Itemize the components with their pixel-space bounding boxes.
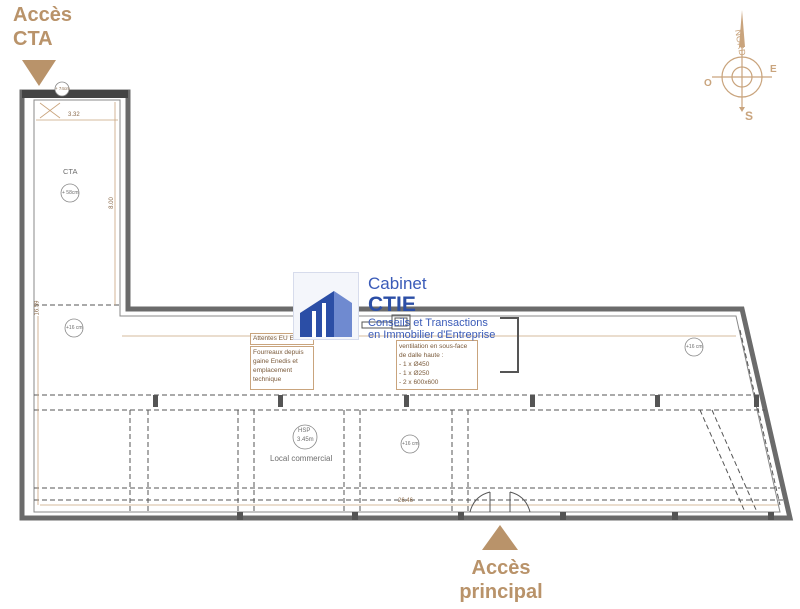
ctie-logo: Cabinet CTIE Conseils et Transactions en… [285, 266, 525, 346]
top-tag-marker [54, 81, 70, 97]
compass [712, 10, 772, 112]
vent-line4: - 1 x Ø250 [399, 370, 430, 377]
right-height-label: +16 cm [686, 344, 703, 350]
cta-room-label: CTA [63, 167, 78, 176]
main-access-label: Accès principal [446, 556, 556, 604]
compass-east: E [770, 64, 777, 75]
ventilation-note-box: ventilation en sous-face de dalle haute … [396, 340, 478, 390]
main-entrance-doors [469, 491, 531, 513]
cta-height-label: + 58cm [62, 190, 79, 196]
vent-line2: de dalle haute : [399, 352, 444, 359]
left-side-dim: 16.59 [34, 300, 41, 316]
main-access-line1: Accès [471, 557, 531, 579]
left-level-marker [64, 318, 84, 338]
walls [19, 89, 794, 521]
structural-grid [34, 304, 785, 513]
top-tag-dim: + 74cm [55, 86, 70, 91]
logo-line1: Cabinet [368, 274, 427, 293]
main-access-arrow [482, 525, 518, 550]
compass-north: NORD [733, 29, 748, 57]
fourreaux-line4: technique [253, 376, 282, 383]
bottom-length-dim: 26.46 [398, 498, 414, 504]
main-access-line2: principal [459, 581, 543, 603]
logo-line2: CTIE [368, 293, 416, 316]
compass-west: O [704, 78, 712, 89]
cta-access-line1: Accès [13, 4, 72, 26]
left-height-label: +16 cm [66, 325, 83, 331]
cta-level-marker [60, 183, 80, 203]
vent-line1: ventilation en sous-face [399, 343, 468, 350]
logo-building-icon [293, 272, 359, 340]
hsp-label: HSP [298, 428, 311, 434]
local-commercial-label: Local commercial [270, 454, 333, 463]
inner-wall-line [33, 99, 781, 513]
right-level-marker [684, 337, 704, 357]
fourreaux-note-box: Fourreaux depuis gaine Enedis et emplace… [250, 346, 314, 390]
vent-line5: - 2 x 600x600 [399, 379, 439, 386]
cta-width-dim: 3.32 [68, 112, 80, 118]
cta-roof-hatch [22, 90, 128, 98]
cta-length-dim: 8.00 [108, 197, 115, 209]
cta-access-line2: CTA [13, 28, 53, 50]
service-room [500, 317, 519, 373]
logo-line4: en Immobilier d'Entreprise [368, 329, 496, 341]
cta-access-arrow [22, 60, 56, 86]
level-markers [54, 81, 704, 454]
attentes-note: Attentes EU EV [253, 335, 299, 342]
fourreaux-line2: gaine Enedis et [253, 358, 298, 365]
cta-access-label: Accès CTA [13, 3, 93, 51]
logo-line3: Conseils et Transactions [368, 317, 488, 329]
hsp-marker [292, 424, 318, 450]
dimension-lines [36, 102, 778, 506]
center-height-label: +16 cm [402, 441, 419, 447]
fourreaux-line3: emplacement [253, 367, 293, 374]
vent-line3: - 1 x Ø450 [399, 361, 430, 368]
columns [153, 395, 774, 520]
fourreaux-line1: Fourreaux depuis [253, 349, 304, 356]
center-level-marker [400, 434, 420, 454]
compass-south: S [745, 109, 753, 123]
hsp-value: 3.45m [297, 437, 314, 443]
